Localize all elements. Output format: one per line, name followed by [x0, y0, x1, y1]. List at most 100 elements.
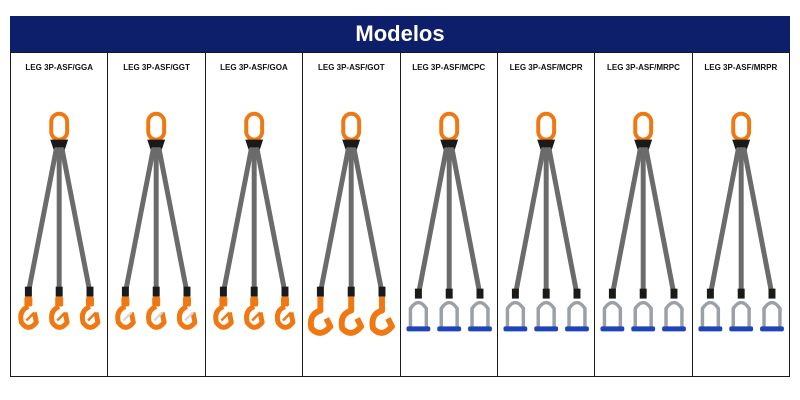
latch-icon: [184, 311, 195, 322]
model-cell[interactable]: LEG 3P-ASF/GOT: [303, 53, 401, 376]
shackle-pin-icon: [436, 326, 461, 332]
shackle-pin-icon: [467, 326, 492, 332]
swivel-icon: [249, 296, 258, 307]
hook-icon: [79, 304, 101, 330]
latch-icon: [122, 311, 133, 322]
master-link-icon: [341, 111, 362, 142]
shackle-icon: [408, 300, 428, 329]
models-banner: Modelos: [10, 16, 790, 52]
leg-end-icon: [768, 288, 776, 299]
model-cell[interactable]: LEG 3P-ASF/GGA: [11, 53, 109, 376]
sling-leg: [25, 147, 59, 296]
sling-leg: [351, 147, 385, 296]
models-grid: LEG 3P-ASF/GGA LEG 3P-ASF/GGT LEG 3P-ASF…: [10, 52, 790, 377]
master-link-icon: [730, 111, 751, 142]
shackle-pin-icon: [631, 326, 656, 332]
hook-icon: [146, 304, 167, 330]
shackle-icon: [633, 300, 654, 329]
latch-icon: [220, 311, 230, 322]
shackle-icon: [567, 300, 587, 329]
model-label: LEG 3P-ASF/MRPR: [704, 63, 778, 72]
leg-end-icon: [737, 288, 745, 299]
sling-leg: [59, 147, 93, 296]
leg-end-icon: [86, 286, 94, 297]
leg-end-icon: [183, 286, 191, 297]
shackle-icon: [505, 300, 525, 329]
swivel-icon: [55, 296, 64, 307]
shackle-pin-icon: [759, 326, 784, 332]
shackle-pin-icon: [503, 326, 528, 332]
model-label: LEG 3P-ASF/GOT: [317, 63, 385, 72]
model-cell[interactable]: LEG 3P-ASF/GGT: [108, 53, 206, 376]
shackle-pin-icon: [534, 326, 558, 332]
sling-leg: [707, 147, 741, 298]
leg-end-icon: [639, 288, 647, 299]
swivel-icon: [24, 296, 33, 307]
model-cell[interactable]: LEG 3P-ASF/GOA: [206, 53, 304, 376]
sling-leg: [254, 147, 288, 296]
sling-leg: [157, 147, 190, 296]
sling-leg: [643, 147, 677, 298]
leg-end-icon: [609, 288, 617, 299]
leg-end-icon: [378, 286, 386, 297]
leg-end-icon: [55, 286, 63, 297]
sling-leg: [220, 147, 254, 296]
leg-end-icon: [706, 288, 714, 299]
swivel-icon: [219, 296, 228, 307]
shackle-pin-icon: [600, 326, 625, 332]
shackle-icon: [536, 300, 556, 329]
model-label: LEG 3P-ASF/GOA: [220, 63, 288, 72]
swivel-icon: [152, 296, 161, 307]
leg-end-icon: [122, 286, 130, 297]
sling-leg: [610, 147, 643, 298]
model-cell[interactable]: LEG 3P-ASF/MRPR: [693, 53, 789, 376]
latch-icon: [87, 311, 97, 322]
model-label: LEG 3P-ASF/GGT: [123, 63, 190, 72]
latch-icon: [251, 311, 261, 322]
sling-leg: [546, 147, 580, 298]
model-cell[interactable]: LEG 3P-ASF/MRPC: [595, 53, 693, 376]
shackle-icon: [469, 300, 490, 329]
leg-end-icon: [573, 288, 581, 299]
master-link-icon: [244, 111, 264, 142]
sling-leg: [123, 147, 157, 296]
swivel-icon: [280, 296, 289, 307]
shackle-pin-icon: [405, 326, 430, 332]
hook-icon: [369, 296, 396, 336]
sling-illustration: [405, 111, 492, 332]
swivel-icon: [183, 296, 192, 307]
latch-icon: [153, 311, 164, 322]
shackle-pin-icon: [662, 326, 687, 332]
sling-leg: [741, 147, 775, 298]
sling-illustration: [115, 111, 198, 330]
leg-end-icon: [542, 288, 550, 299]
latch-icon: [56, 311, 67, 322]
model-label: LEG 3P-ASF/MRPC: [606, 63, 680, 72]
hook-icon: [115, 304, 137, 330]
hook-icon: [18, 304, 39, 330]
hook-icon: [49, 304, 70, 330]
sling-illustration: [600, 111, 687, 332]
swivel-icon: [121, 296, 130, 307]
leg-end-icon: [219, 286, 227, 297]
sling-leg: [512, 147, 546, 298]
banner-title: Modelos: [355, 21, 445, 46]
shackle-pin-icon: [698, 326, 722, 332]
leg-end-icon: [153, 286, 161, 297]
sling-illustration: [213, 111, 296, 330]
leg-end-icon: [317, 286, 324, 297]
leg-end-icon: [281, 286, 289, 297]
shackle-icon: [700, 300, 720, 329]
model-cell[interactable]: LEG 3P-ASF/MCPR: [498, 53, 596, 376]
master-link-icon: [49, 111, 70, 142]
shackle-icon: [664, 300, 684, 329]
sling-leg: [449, 147, 482, 298]
swivel-icon: [86, 296, 94, 307]
hook-icon: [338, 296, 365, 336]
model-cell[interactable]: LEG 3P-ASF/MCPC: [401, 53, 498, 376]
latch-icon: [25, 311, 36, 322]
master-link-icon: [146, 111, 167, 142]
leg-end-icon: [347, 286, 355, 297]
master-link-icon: [633, 111, 654, 142]
leg-end-icon: [511, 288, 519, 299]
